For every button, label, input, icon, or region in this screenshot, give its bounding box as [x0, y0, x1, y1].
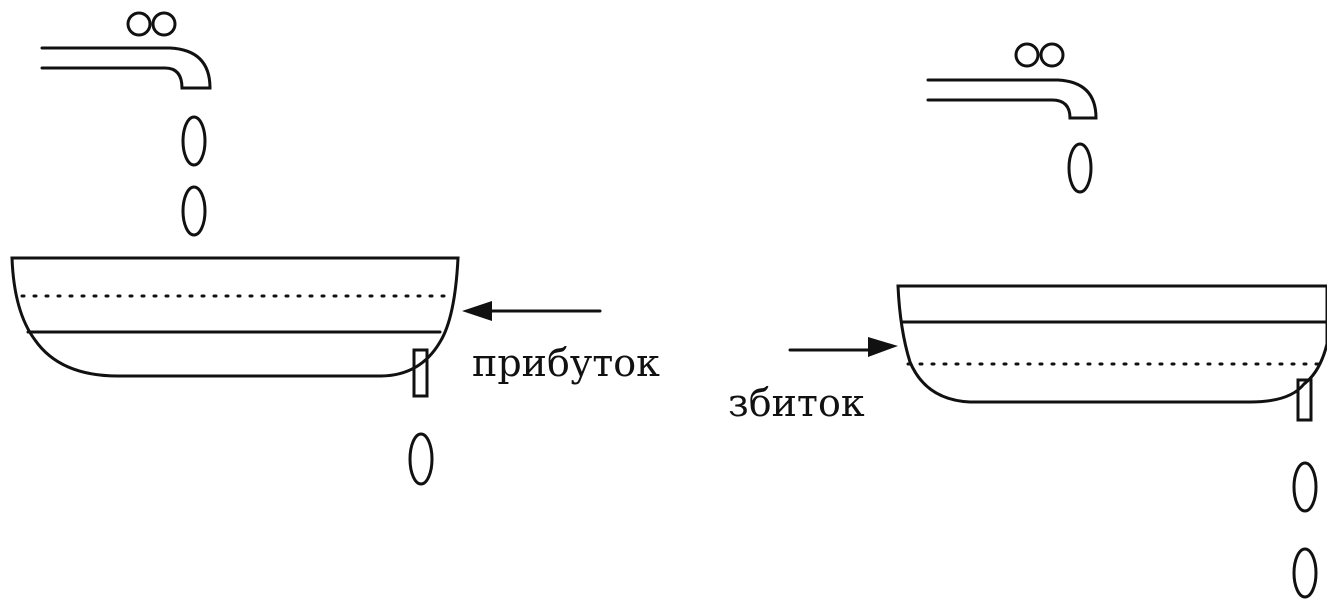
basin-icon	[896, 284, 1327, 404]
loss-label: збиток	[728, 381, 865, 425]
faucet-icon	[926, 42, 1098, 120]
arrow-left-icon	[462, 301, 602, 321]
arrow-right-icon	[788, 337, 898, 357]
water-drop-icon	[181, 185, 207, 237]
water-drop-icon	[181, 115, 207, 167]
profit-panel	[10, 11, 602, 486]
drain-pipe	[1296, 378, 1313, 422]
water-drop-icon	[1292, 461, 1318, 513]
water-drop-icon	[408, 432, 434, 486]
loss-panel	[788, 42, 1327, 599]
basin-icon	[10, 256, 460, 378]
water-drop-icon	[1067, 142, 1093, 194]
faucet-icon	[40, 11, 212, 90]
profit-label: прибуток	[472, 341, 660, 385]
drain-pipe	[412, 348, 429, 398]
water-drop-icon	[1292, 547, 1318, 599]
